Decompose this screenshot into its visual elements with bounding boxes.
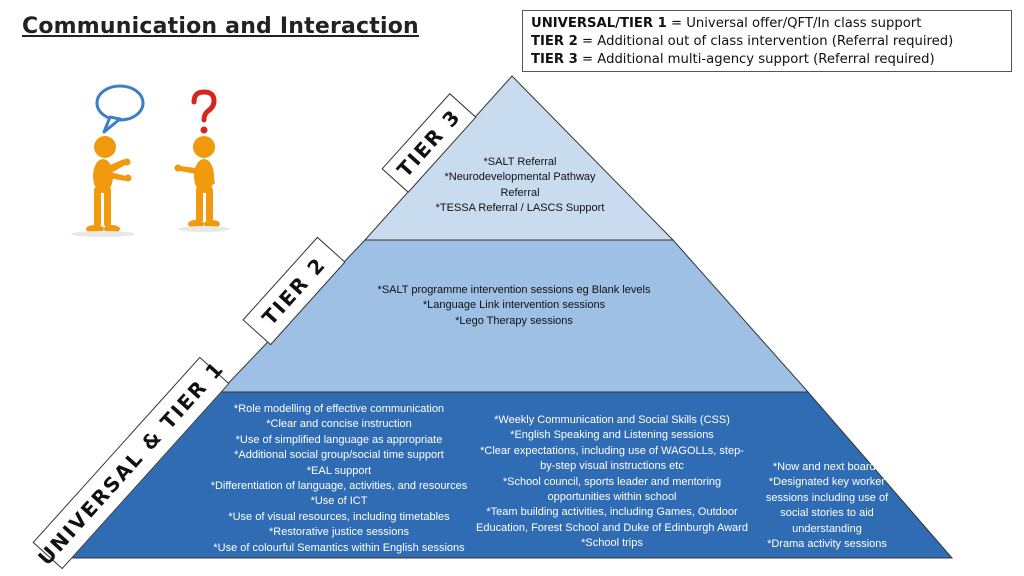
tier1-item: understanding <box>792 522 862 535</box>
tier2-items: *SALT programme intervention sessions eg… <box>354 283 674 329</box>
tier-key: UNIVERSAL/TIER 1 = Universal offer/QFT/I… <box>522 10 1012 72</box>
tier1-item: *Additional social group/social time sup… <box>234 449 444 462</box>
tier1-item: *Clear and concise instruction <box>266 418 412 431</box>
tier1-right-items: *Now and next boards *Designated key wor… <box>760 460 894 552</box>
tier3-items: *SALT Referral *Neurodevelopmental Pathw… <box>410 155 630 217</box>
tier1-item: *Use of simplified language as appropria… <box>235 433 443 446</box>
tier1-item: *School trips <box>581 537 643 550</box>
tier2-item: *Lego Therapy sessions <box>455 314 573 327</box>
tier1-item: opportunities within school <box>547 491 677 504</box>
key-line-universal: UNIVERSAL/TIER 1 = Universal offer/QFT/I… <box>531 16 922 31</box>
tier1-item: *Use of colourful Semantics within Engli… <box>213 541 465 554</box>
tier1-item: *School council, sports leader and mento… <box>502 475 722 488</box>
tier3-item: Referral <box>500 186 540 199</box>
tier3-item: *SALT Referral <box>483 156 557 168</box>
tier1-item: social stories to aid <box>780 507 874 520</box>
tier1-item: *Team building activities, including Gam… <box>486 506 738 519</box>
page-title: Communication and Interaction <box>22 14 419 39</box>
tier3-item: *Neurodevelopmental Pathway <box>444 171 596 184</box>
tier1-item: *English Speaking and Listening sessions <box>510 429 714 442</box>
tier1-item: *Now and next boards <box>772 461 882 473</box>
tier1-item: *Weekly Communication and Social Skills … <box>494 414 730 426</box>
key-line-tier3: TIER 3 = Additional multi-agency support… <box>531 52 935 67</box>
tier1-item: *Designated key worker <box>768 476 886 489</box>
tier1-item: *Role modelling of effective communicati… <box>233 403 445 415</box>
tier1-item: Education, Forest School and Duke of Edi… <box>476 521 748 534</box>
tier1-item: *Differentiation of language, activities… <box>210 480 468 493</box>
tier1-left-items: *Role modelling of effective communicati… <box>198 402 480 556</box>
tier1-item: sessions including use of <box>765 491 889 504</box>
tier1-item: *EAL support <box>306 464 372 477</box>
tier1-item: *Drama activity sessions <box>767 538 887 551</box>
tier2-item: *Language Link intervention sessions <box>422 299 606 312</box>
tier3-item: *TESSA Referral / LASCS Support <box>435 202 605 215</box>
tier1-item: *Clear expectations, including use of WA… <box>480 444 744 457</box>
tier1-item: *Restorative justice sessions <box>268 526 409 539</box>
key-line-tier2: TIER 2 = Additional out of class interve… <box>531 34 954 49</box>
tier1-item: by-step visual instructions etc <box>540 460 684 473</box>
tier1-item: *Use of ICT <box>310 495 368 508</box>
tier1-middle-items: *Weekly Communication and Social Skills … <box>470 413 754 552</box>
tier1-item: *Use of visual resources, including time… <box>228 510 450 523</box>
tier2-item: *SALT programme intervention sessions eg… <box>377 284 651 296</box>
